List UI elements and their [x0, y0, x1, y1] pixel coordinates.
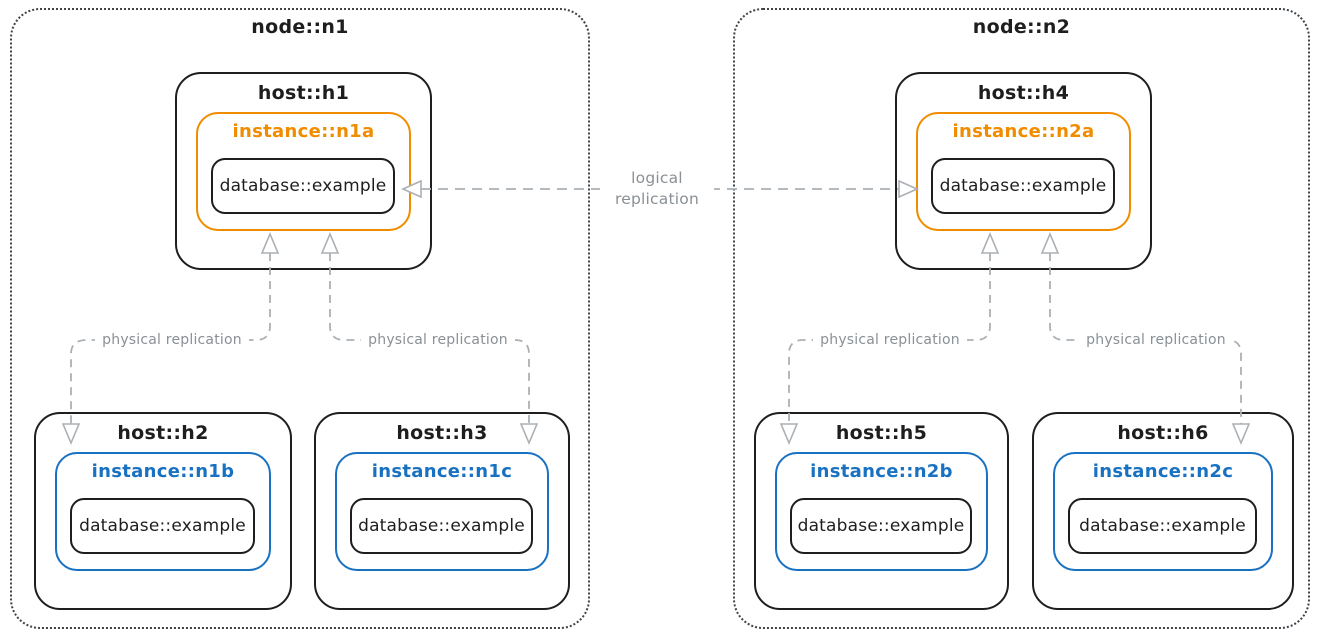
database-box-h3: database::example: [350, 498, 533, 554]
database-label: database::example: [1079, 516, 1246, 536]
instance-n1b-title: instance::n1b: [91, 461, 235, 482]
host-h5-box: host::h5 instance::n2b database::example: [754, 412, 1009, 610]
physical-replication-label-2: physical replication: [361, 331, 515, 349]
database-label: database::example: [939, 176, 1107, 196]
host-h4-box: host::h4 instance::n2a database::example: [895, 72, 1152, 270]
logical-replication-label: logical replication: [600, 168, 714, 210]
node-n2-container: node::n2 host::h4 instance::n2a database…: [733, 8, 1310, 629]
physical-replication-label-3: physical replication: [813, 331, 967, 349]
database-label: database::example: [358, 516, 525, 536]
instance-n2b-title: instance::n2b: [810, 461, 953, 482]
database-label: database::example: [79, 516, 246, 536]
database-label: database::example: [219, 176, 387, 196]
database-box-h6: database::example: [1068, 498, 1257, 554]
instance-n2c-box: instance::n2c database::example: [1053, 452, 1273, 571]
physical-replication-label-1: physical replication: [95, 331, 249, 349]
instance-n2b-box: instance::n2b database::example: [775, 452, 988, 571]
host-h2-title: host::h2: [117, 422, 209, 444]
database-box-h1: database::example: [211, 158, 395, 214]
host-h1-title: host::h1: [257, 82, 350, 104]
instance-n1a-title: instance::n1a: [232, 121, 375, 142]
instance-n1b-box: instance::n1b database::example: [55, 452, 271, 571]
instance-n1c-box: instance::n1c database::example: [335, 452, 549, 571]
host-h6-title: host::h6: [1117, 422, 1209, 444]
instance-n2c-title: instance::n2c: [1092, 461, 1234, 482]
host-h3-title: host::h3: [396, 422, 488, 444]
instance-n2a-box: instance::n2a database::example: [916, 112, 1131, 231]
host-h5-title: host::h5: [835, 422, 928, 444]
node-n1-title: node::n1: [251, 16, 349, 38]
instance-n1c-title: instance::n1c: [371, 461, 513, 482]
node-n1-container: node::n1 host::h1 instance::n1a database…: [10, 8, 590, 629]
instance-n1a-box: instance::n1a database::example: [196, 112, 411, 231]
host-h3-box: host::h3 instance::n1c database::example: [314, 412, 570, 610]
database-box-h5: database::example: [790, 498, 972, 554]
host-h6-box: host::h6 instance::n2c database::example: [1032, 412, 1294, 610]
host-h2-box: host::h2 instance::n1b database::example: [34, 412, 292, 610]
physical-replication-label-4: physical replication: [1079, 331, 1233, 349]
database-box-h4: database::example: [931, 158, 1115, 214]
logical-replication-label-line2: replication: [615, 190, 699, 208]
database-label: database::example: [797, 516, 965, 536]
host-h4-title: host::h4: [977, 82, 1070, 104]
node-n2-title: node::n2: [972, 16, 1071, 38]
database-box-h2: database::example: [70, 498, 255, 554]
instance-n2a-title: instance::n2a: [952, 121, 1095, 142]
logical-replication-label-line1: logical: [631, 169, 683, 187]
host-h1-box: host::h1 instance::n1a database::example: [175, 72, 432, 270]
